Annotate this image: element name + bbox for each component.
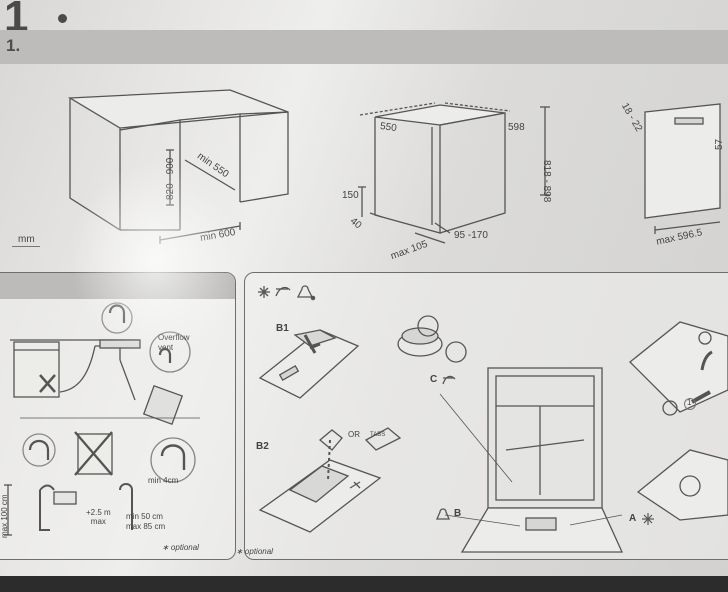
program-icons xyxy=(258,285,316,301)
machine-depth-label: 550 xyxy=(379,120,398,135)
step-number: 1. xyxy=(6,36,21,55)
clearance-label: min 4cm xyxy=(148,476,179,485)
unit-underline xyxy=(12,246,40,247)
max-height-label: max 100 cm xyxy=(0,494,9,538)
rinse-aid-c-label: C xyxy=(430,374,438,385)
dispenser-b1-label: B1 xyxy=(276,323,289,334)
section-dot xyxy=(58,14,67,23)
door-side-label: 57 xyxy=(714,138,725,150)
optional-note-right: ∗ optional xyxy=(236,547,273,556)
background-surface xyxy=(0,576,728,592)
panel-header-right xyxy=(245,273,728,299)
above-trap-label: +2.5 m max xyxy=(86,508,111,526)
step-header-bar: 1. xyxy=(0,30,728,64)
dishwasher-dimension-diagram xyxy=(358,102,550,244)
step-one-marker xyxy=(684,398,696,410)
panel-header xyxy=(0,273,235,299)
detergent-b-label: B xyxy=(454,508,462,519)
plinth-range-label: 95 -170 xyxy=(454,230,488,241)
detergent-dispenser-diagrams xyxy=(258,315,728,553)
cabinet-height-label: 820 - 900 xyxy=(165,157,176,200)
unit-label: mm xyxy=(18,234,35,245)
salt-icon xyxy=(642,513,654,525)
salt-a-label: A xyxy=(629,513,637,524)
tabs-label: TABS xyxy=(370,432,386,438)
or-label: OR xyxy=(348,430,360,439)
detergent-icon xyxy=(436,508,450,520)
foot-height-label: 150 xyxy=(342,190,359,201)
machine-height-label: 818 - 898 xyxy=(541,160,552,203)
door-panel-diagram xyxy=(644,103,721,234)
overflow-vent-label: Overflow vent xyxy=(158,333,190,352)
step-one-label: 1 xyxy=(687,398,692,407)
drain-hose-diagram xyxy=(4,302,200,536)
dispenser-b2-label: B2 xyxy=(256,441,269,452)
optional-note-left: ∗ optional xyxy=(162,543,199,552)
machine-width-label: 598 xyxy=(508,122,525,133)
min-max-height-label: min 50 cm max 85 cm xyxy=(126,512,166,531)
cabinet-diagram xyxy=(67,89,289,244)
rinse-aid-icon xyxy=(442,375,456,385)
